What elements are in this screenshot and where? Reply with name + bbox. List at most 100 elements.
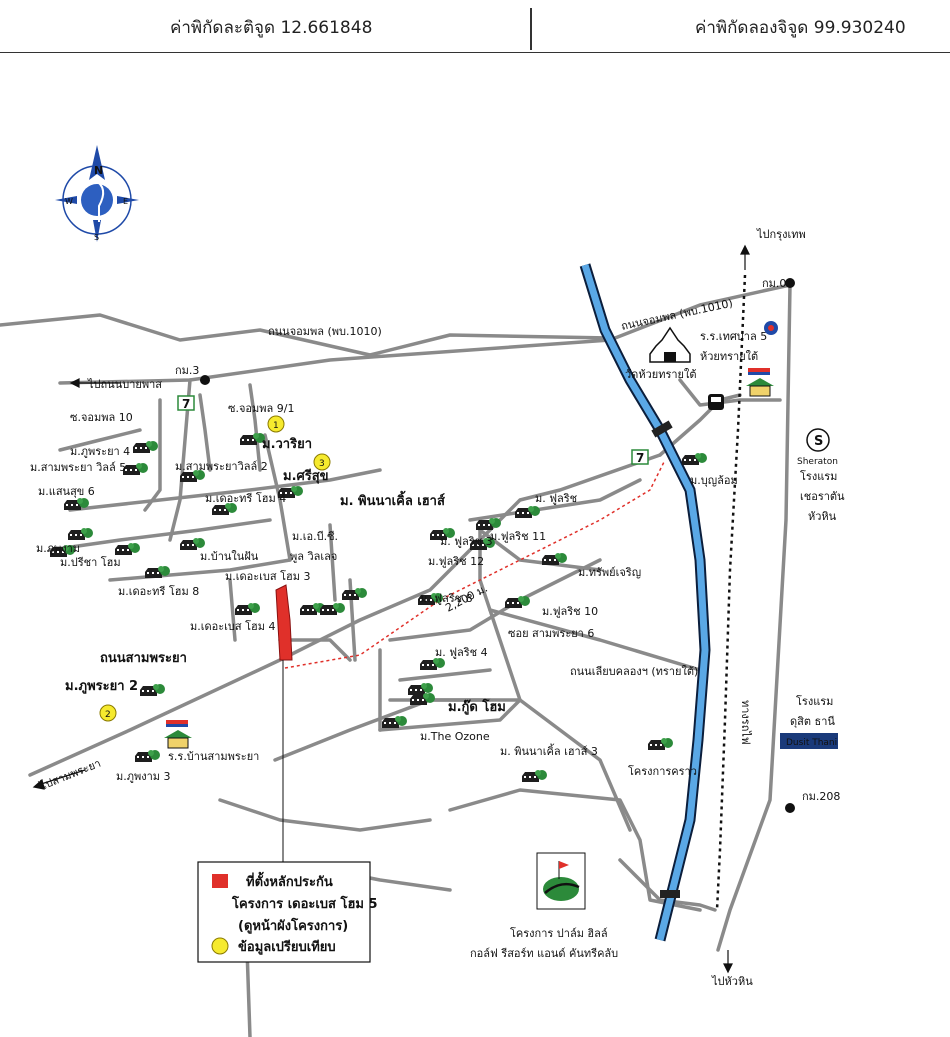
road-sampraya (28, 453, 662, 777)
svg-text:ม.เดอะทรี โฮม 8: ม.เดอะทรี โฮม 8 (118, 584, 199, 598)
svg-text:ม.บุญล้อม: ม.บุญล้อม (690, 474, 738, 487)
svg-text:ม. ฟูลริช: ม. ฟูลริช (535, 492, 577, 505)
km208-label: กม.208 (802, 790, 840, 803)
railway-label: ทางรถไฟ (739, 700, 752, 745)
comparison-marker-1: 1 (267, 415, 285, 433)
svg-text:Dusit Thani: Dusit Thani (786, 738, 837, 748)
km3-label: กม.3 (175, 364, 199, 377)
svg-text:พูล วิลเลจ: พูล วิลเลจ (290, 550, 337, 563)
svg-text:ม. ฟูลริช 8: ม. ฟูลริช 8 (420, 592, 473, 605)
coordinate-bar: ค่าพิกัดละติจูด 12.661848 ค่าพิกัดลองจิจ… (0, 0, 950, 53)
legend-site-swatch (212, 874, 228, 888)
svg-text:ม. พินนาเคิ้ล เฮาส์: ม. พินนาเคิ้ล เฮาส์ (340, 490, 445, 509)
dusit-logo: Dusit Thani (780, 733, 838, 749)
dusit-label-2: ดุสิต ธานี (790, 715, 835, 728)
svg-text:ที่ตั้งหลักประกัน: ที่ตั้งหลักประกัน (246, 871, 333, 890)
compass-rose: N S E W (55, 145, 139, 242)
dir-huahin: ไปหัวหิน (711, 975, 753, 988)
road-jompol-east-label: ถนนจอมพล (พบ.1010) (620, 297, 734, 333)
svg-text:ม.ภูพระยา 4: ม.ภูพระยา 4 (70, 445, 130, 458)
bridge-north (651, 420, 673, 438)
comparison-marker-2: 2 (99, 704, 117, 722)
svg-text:ม.ฟูลริช 12: ม.ฟูลริช 12 (428, 555, 484, 568)
road-sampraya-label: ถนนสามพระยา (100, 651, 187, 666)
svg-text:(ดูหน้าผังโครงการ): (ดูหน้าผังโครงการ) (238, 917, 348, 934)
svg-text:ม.ภูพงาม: ม.ภูพงาม (36, 542, 80, 555)
school-icon-2 (164, 720, 192, 749)
svg-text:E: E (123, 197, 128, 206)
svg-text:ม.ปรีชา โฮม: ม.ปรีชา โฮม (60, 555, 121, 569)
legend-compare-swatch (211, 937, 229, 955)
railway-line (715, 274, 747, 911)
svg-text:ม.กู๊ด โฮม: ม.กู๊ด โฮม (448, 698, 506, 715)
temple-icon (649, 326, 691, 363)
svg-text:ม.ศรีสุข: ม.ศรีสุข (283, 468, 329, 484)
svg-text:ม.บ้านในฝัน: ม.บ้านในฝัน (200, 550, 259, 563)
route-to-site (284, 459, 666, 669)
svg-text:ม.เดอะทรี โฮม 4: ม.เดอะทรี โฮม 4 (205, 491, 286, 505)
road-jompol (58, 283, 792, 385)
svg-text:ม.แสนสุข 6: ม.แสนสุข 6 (38, 485, 95, 498)
svg-text:ม. พินนาเคิ้ล เฮาส์ 3: ม. พินนาเคิ้ล เฮาส์ 3 (500, 743, 598, 758)
svg-text:W: W (65, 197, 73, 206)
svg-text:ม.สามพระยา วิลล์ 5: ม.สามพระยา วิลล์ 5 (30, 461, 126, 474)
dir-sampraya: ไปสามพระยา (37, 757, 102, 794)
svg-text:ม.เอ.บี.ซี.: ม.เอ.บี.ซี. (292, 530, 338, 543)
comparison-marker-3: 3 (313, 453, 331, 471)
golf-logo (536, 852, 586, 910)
gas-station-icon (764, 321, 778, 335)
svg-text:ม.ฟูลริช 10: ม.ฟูลริช 10 (542, 605, 598, 618)
longitude-label: ค่าพิกัดลองจิจูด 99.930240 (695, 18, 906, 38)
svg-text:ม.วาริยา: ม.วาริยา (262, 437, 312, 452)
subject-site (275, 584, 293, 661)
svg-text:ม.ภูพงาม 3: ม.ภูพงาม 3 (116, 770, 171, 783)
golf-label-2: กอล์ฟ รีสอร์ท แอนด์ คันทรีคลับ (470, 947, 618, 960)
road-network (0, 283, 792, 1037)
svg-text:ม.เดอะเบส โฮม 4: ม.เดอะเบส โฮม 4 (190, 619, 276, 633)
sheraton-brand: Sheraton (797, 457, 838, 467)
road-jompol-label: ถนนจอมพล (พบ.1010) (268, 325, 382, 338)
canal (579, 263, 711, 942)
train-station-icon (708, 394, 724, 410)
legend-box: ที่ตั้งหลักประกัน โครงการ เดอะเบส โฮม 5 … (197, 861, 378, 963)
village-labels: ม.ภูพระยา 4 ม.สามพระยา วิลล์ 5 ม.แสนสุข … (30, 437, 738, 783)
svg-text:โครงการ เดอะเบส โฮม 5: โครงการ เดอะเบส โฮม 5 (231, 895, 378, 912)
soi-jompol10-label: ซ.จอมพล 10 (70, 411, 133, 424)
sheraton-logo: S (806, 428, 830, 452)
svg-text:ม.ภูพระยา 2: ม.ภูพระยา 2 (65, 679, 138, 694)
seven-eleven-1: 7 (177, 395, 195, 411)
svg-text:3: 3 (319, 459, 325, 469)
temple-label: วัดห้วยทรายใต้ (625, 368, 697, 381)
svg-text:ม.ฟูลริช 11: ม.ฟูลริช 11 (490, 530, 546, 543)
svg-text:2: 2 (105, 710, 111, 720)
svg-text:ข้อมูลเปรียบเทียบ: ข้อมูลเปรียบเทียบ (238, 939, 336, 955)
bridge-south (660, 890, 680, 898)
direction-arrows (32, 244, 750, 974)
svg-text:ม.เดอะเบส โฮม 3: ม.เดอะเบส โฮม 3 (225, 569, 311, 583)
golf-label-1: โครงการ ปาล์ม ฮิลล์ (510, 926, 608, 940)
svg-text:ม.The Ozone: ม.The Ozone (420, 730, 490, 743)
soi-sampraya6-label: ซอย สามพระยา 6 (508, 627, 594, 640)
svg-text:ม. ฟูลริช 3: ม. ฟูลริช 3 (440, 535, 493, 548)
road-bypass-label: ถนนเลียบคลองฯ (ทรายใต้) (570, 665, 698, 678)
sheraton-label-1: โรงแรม (800, 469, 837, 483)
svg-text:ม. ฟูลริช 4: ม. ฟูลริช 4 (435, 646, 488, 659)
svg-text:โครงการคราว: โครงการคราว (628, 764, 697, 778)
school1-label-b: ห้วยทรายใต้ (700, 350, 758, 363)
school2-label: ร.ร.บ้านสามพระยา (168, 750, 259, 763)
svg-text:S: S (814, 434, 823, 449)
latitude-label: ค่าพิกัดละติจูด 12.661848 (170, 18, 373, 38)
svg-text:1: 1 (273, 421, 279, 431)
svg-text:N: N (94, 164, 103, 177)
svg-text:7: 7 (182, 397, 190, 411)
svg-text:S: S (94, 233, 99, 242)
sheraton-label-3: หัวหิน (808, 510, 837, 523)
dir-bypass: ไปถนนบายพาส (87, 378, 162, 391)
coordinate-divider (530, 8, 532, 50)
km0-label: กม.0 (762, 277, 786, 290)
school1-label: ร.ร.เทศบาล 5 (700, 330, 767, 343)
dusit-label-1: โรงแรม (796, 694, 833, 708)
sheraton-label-2: เชอราตัน (800, 490, 845, 503)
svg-text:7: 7 (636, 451, 644, 465)
